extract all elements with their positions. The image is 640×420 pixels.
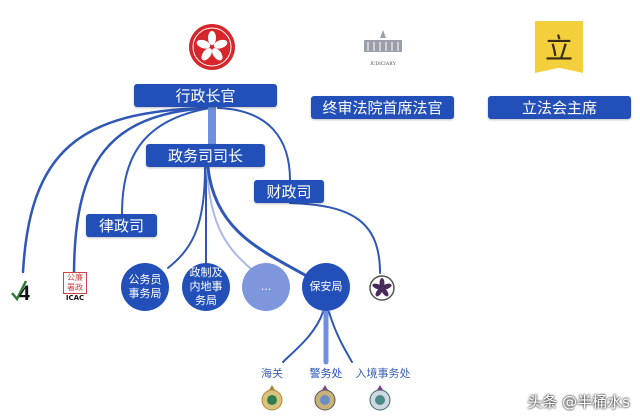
line-ce-audit <box>21 106 207 274</box>
line-ce-fs <box>217 107 291 181</box>
legco-logo-icon: 立 <box>535 21 583 73</box>
node-legco-president[interactable]: 立法会主席 <box>488 96 631 119</box>
node-security-bureau[interactable]: 保安局 <box>302 263 350 311</box>
hksar-emblem-icon <box>189 24 235 70</box>
node-chief-secretary[interactable]: 政务司司长 <box>146 144 265 167</box>
line-sb-customs <box>282 311 324 363</box>
icac-logo-icon: 公廉署政 ICAC <box>60 272 90 304</box>
line-ce-justice <box>121 107 211 215</box>
svg-text:4: 4 <box>19 280 30 303</box>
node-civil-service-bureau[interactable]: 公务员事务局 <box>121 263 169 311</box>
node-constitutional-bureau[interactable]: 政制及内地事务局 <box>182 263 230 311</box>
node-chief-justice[interactable]: 终审法院首席法官 <box>311 96 454 119</box>
immigration-badge-icon <box>369 385 391 411</box>
label-immigration: 入境事务处 <box>355 367 411 380</box>
judiciary-logo-icon: JUDICIARY <box>364 30 402 67</box>
node-justice[interactable]: 律政司 <box>86 214 157 237</box>
police-badge-icon <box>314 385 336 411</box>
line-ce-icac <box>72 106 209 274</box>
watermark: 头条 @半桶水s <box>527 393 630 411</box>
bauhinia-emblem-icon <box>369 275 395 301</box>
customs-badge-icon <box>261 385 283 411</box>
label-police: 警务处 <box>309 367 343 380</box>
svg-text:JUDICIARY: JUDICIARY <box>370 62 397 67</box>
line-sb-immigration <box>328 311 353 363</box>
audit-commission-icon: 4 <box>11 280 30 303</box>
line-cs-more <box>206 167 251 269</box>
line-cs-sb <box>206 166 307 277</box>
node-chief-executive[interactable]: 行政长官 <box>134 84 277 107</box>
icac-text: ICAC <box>65 294 85 302</box>
line-fs-finance <box>289 202 381 274</box>
line-cs-csb <box>167 167 206 269</box>
node-financial-secretary[interactable]: 财政司 <box>254 180 324 203</box>
node-more[interactable]: ... <box>242 263 290 311</box>
label-customs: 海关 <box>261 367 283 380</box>
